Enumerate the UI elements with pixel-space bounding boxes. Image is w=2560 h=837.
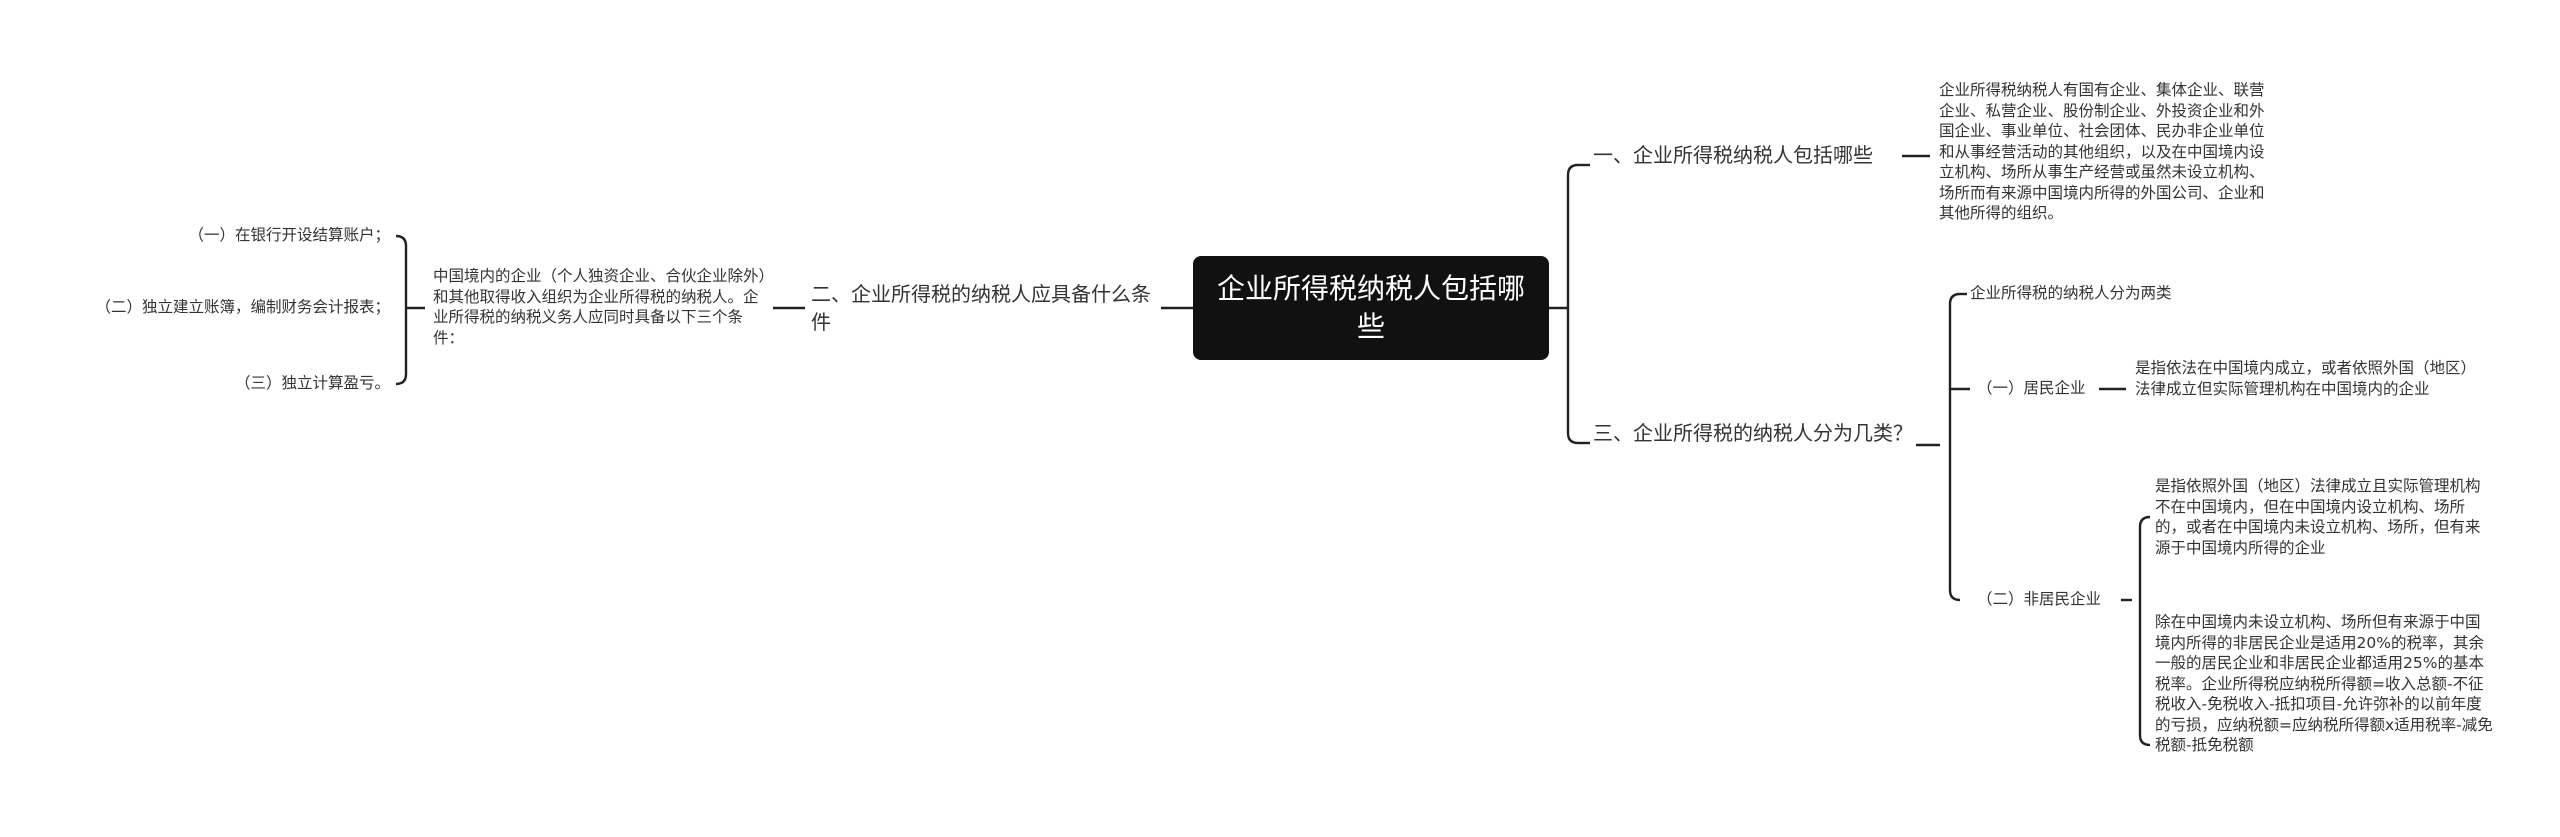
branch1-detail[interactable]: 企业所得税纳税人有国有企业、集体企业、联营企业、私营企业、股份制企业、外投资企业… xyxy=(1939,81,2265,222)
branch2-node[interactable]: 二、企业所得税的纳税人应具备什么条件 xyxy=(811,280,1161,336)
branch1-node[interactable]: 一、企业所得税纳税人包括哪些 xyxy=(1593,141,1903,169)
nonresident-detail-2[interactable]: 除在中国境内未设立机构、场所但有来源于中国境内所得的非居民企业是适用20%的税率… xyxy=(2155,613,2493,754)
resident-detail[interactable]: 是指依法在中国境内成立，或者依照外国（地区）法律成立但实际管理机构在中国境内的企… xyxy=(2135,359,2469,398)
link-bracket-right xyxy=(1566,163,1579,445)
condition-1[interactable]: （一）在银行开设结算账户； xyxy=(188,226,390,244)
link-bracket-conditions xyxy=(395,234,408,386)
nonresident-detail-1[interactable]: 是指依照外国（地区）法律成立且实际管理机构不在中国境内，但在中国境内设立机构、场… xyxy=(2155,477,2481,557)
branch3-title: 三、企业所得税的纳税人分为几类？ xyxy=(1593,421,1913,445)
root-title: 企业所得税纳税人包括哪些 xyxy=(1216,272,1525,343)
link-bracket-branch3 xyxy=(1948,292,1961,602)
condition-2[interactable]: （二）独立建立账簿，编制财务会计报表； xyxy=(95,298,390,316)
link-bracket-nonresident xyxy=(2138,515,2151,747)
branch2-detail[interactable]: 中国境内的企业（个人独资企业、合伙企业除外）和其他取得收入组织为企业所得税的纳税… xyxy=(433,267,767,347)
resident-node[interactable]: （一）居民企业 xyxy=(1977,379,2086,397)
condition-3[interactable]: （三）独立计算盈亏。 xyxy=(234,374,390,392)
branch2-title: 二、企业所得税的纳税人应具备什么条件 xyxy=(811,282,1151,334)
branch3-intro[interactable]: 企业所得税的纳税人分为两类 xyxy=(1970,284,2172,302)
branch1-title: 一、企业所得税纳税人包括哪些 xyxy=(1593,143,1873,167)
branch3-node[interactable]: 三、企业所得税的纳税人分为几类？ xyxy=(1593,419,1923,447)
root-node[interactable]: 企业所得税纳税人包括哪些 xyxy=(1193,256,1549,360)
nonresident-node[interactable]: （二）非居民企业 xyxy=(1977,590,2102,608)
